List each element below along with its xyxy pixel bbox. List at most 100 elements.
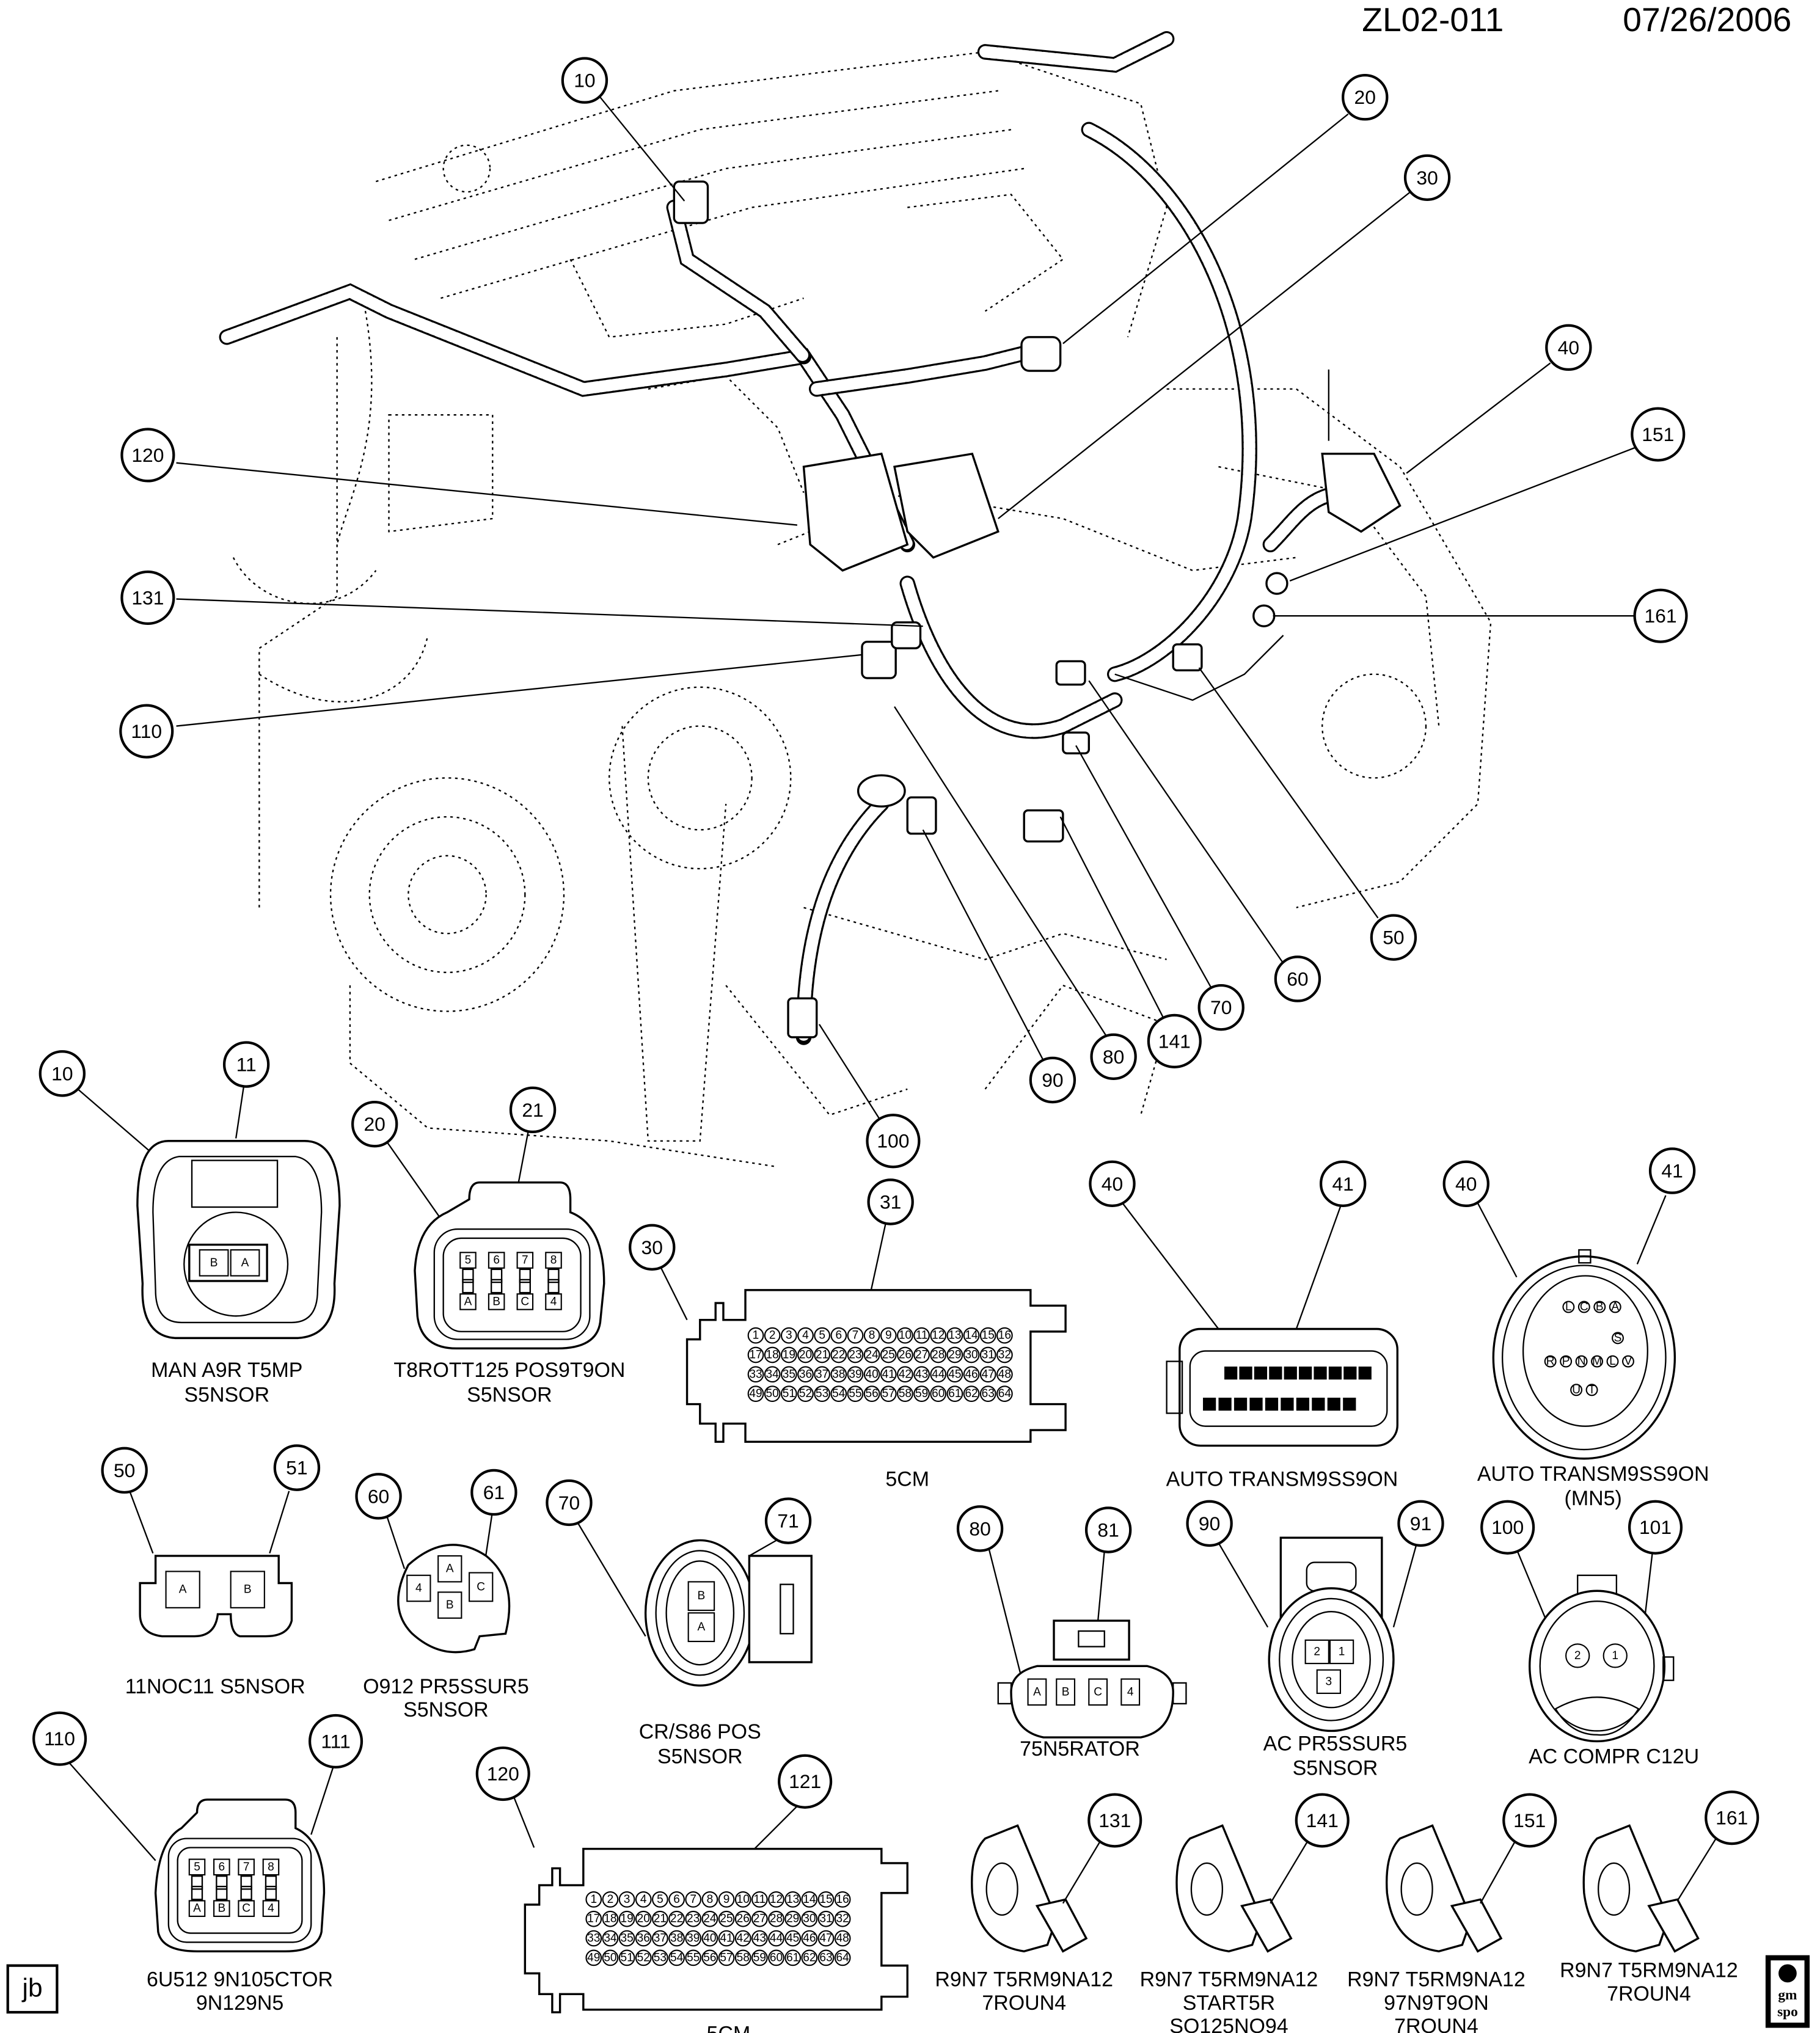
- ecm-pin-label: 55: [849, 1387, 861, 1400]
- callout-50: 50: [1370, 914, 1417, 961]
- pin: [1622, 1355, 1634, 1368]
- ecm-pin-label: 36: [799, 1368, 812, 1381]
- pin: [238, 1900, 255, 1918]
- ecm-pin: [585, 1910, 602, 1927]
- ecm-pin-label: 30: [803, 1913, 816, 1925]
- svg-text:141: 141: [1306, 1809, 1339, 1831]
- svg-text:gm: gm: [1778, 1987, 1797, 2003]
- ecm-pin-label: 1: [753, 1329, 759, 1342]
- ecm-pin-label: 48: [836, 1932, 849, 1945]
- connector-70-body: [1062, 731, 1091, 754]
- callout-50-detail: 50: [101, 1447, 148, 1494]
- ring-terminal-141: 141 R9N7 T5RM9NA12 START5R SO125NO94: [1140, 1793, 1350, 2033]
- svg-text:T8ROTT125 POS9T9ON: T8ROTT125 POS9T9ON: [393, 1359, 625, 1382]
- ecm-pin: [618, 1910, 635, 1927]
- ecm-pin-label: 54: [670, 1951, 684, 1964]
- connector-141-body: [1023, 809, 1064, 843]
- ecm-pin-label: 24: [866, 1348, 879, 1361]
- ecm-pin: [897, 1366, 913, 1383]
- ecm-pin: [602, 1910, 619, 1927]
- ecm-pin: [913, 1327, 930, 1344]
- svg-text:151: 151: [1642, 423, 1674, 445]
- ecm-pin: [979, 1346, 996, 1363]
- pin: [1570, 1384, 1583, 1396]
- ecm-pin: [830, 1366, 847, 1383]
- pin: [459, 1293, 477, 1310]
- ecm-pin: [930, 1346, 947, 1363]
- svg-text:20: 20: [364, 1113, 385, 1135]
- connector-detail-ac-pressure-sensor: 90 91 2 1 3 AC PR5SSUR5 S5NSOR: [1186, 1500, 1444, 1780]
- pin: [262, 1900, 280, 1918]
- svg-text:71: 71: [777, 1510, 799, 1532]
- ecm-pin-label: 10: [899, 1329, 912, 1342]
- ecm-pin-label: 53: [816, 1387, 828, 1400]
- ecm-pin: [784, 1910, 802, 1927]
- ecm-pin: [635, 1949, 652, 1966]
- ecm-pin-label: 37: [654, 1932, 667, 1945]
- connector-detail-knock-sensor: 50 51 A B 11NOC11 S5NSOR: [101, 1444, 321, 1698]
- svg-text:R9N7 T5RM9NA12: R9N7 T5RM9NA12: [1560, 1959, 1738, 1982]
- svg-text:80: 80: [1103, 1046, 1124, 1068]
- callout-81-detail: 81: [1084, 1506, 1132, 1553]
- pin: [213, 1900, 230, 1918]
- ecm-pin: [946, 1385, 963, 1403]
- callout-40: 40: [1545, 324, 1592, 371]
- ecm-pin-label: 12: [770, 1893, 783, 1906]
- document-id: ZL02-011: [1362, 1, 1504, 38]
- svg-text:START5R: START5R: [1183, 1991, 1275, 2015]
- ecm-pin: [817, 1891, 835, 1908]
- svg-text:110: 110: [44, 1728, 75, 1750]
- callout-31-detail: 31: [867, 1178, 914, 1225]
- callout-100-detail: 100: [1480, 1500, 1535, 1555]
- ecm-pin: [780, 1327, 797, 1344]
- pin-label: A: [464, 1295, 472, 1308]
- callout-30: 30: [1403, 154, 1451, 201]
- ecm-pin: [963, 1346, 980, 1363]
- ring-terminal-161: 161 R9N7 T5RM9NA12 7ROUN4: [1560, 1790, 1760, 2006]
- ecm-pin-label: 36: [637, 1932, 650, 1945]
- ecm-pin: [635, 1891, 652, 1908]
- ecm-pin: [780, 1385, 797, 1403]
- svg-text:(MN5): (MN5): [1565, 1487, 1622, 1510]
- ecm-pin: [996, 1385, 1013, 1403]
- pin: [516, 1293, 534, 1310]
- ecm-pin: [801, 1891, 818, 1908]
- ecm-pin: [734, 1949, 751, 1966]
- pin-label: L: [1609, 1355, 1616, 1368]
- ecm-pin-label: 40: [703, 1932, 716, 1945]
- callout-61-detail: 61: [470, 1469, 517, 1516]
- callout-90-detail: 90: [1186, 1500, 1233, 1547]
- connector-50-body: [1172, 643, 1203, 672]
- ecm-pin: [946, 1346, 963, 1363]
- ecm-pin: [814, 1385, 831, 1403]
- svg-text:B: B: [244, 1583, 252, 1596]
- svg-text:121: 121: [789, 1770, 821, 1792]
- ecm-pin-label: 63: [982, 1387, 995, 1400]
- ecm-pin-label: 24: [703, 1913, 717, 1925]
- ecm-pin: [996, 1327, 1013, 1344]
- svg-text:131: 131: [131, 586, 164, 608]
- ecm-pin-label: 61: [786, 1951, 799, 1964]
- pin-label: 2: [1243, 1367, 1249, 1379]
- pin-label: R: [1546, 1355, 1555, 1368]
- ecm-pin: [897, 1327, 913, 1344]
- ecm-pin: [979, 1327, 996, 1344]
- ecm-pin-label: 45: [948, 1368, 961, 1381]
- ecm-pin: [764, 1366, 781, 1383]
- ecm-pin: [930, 1366, 947, 1383]
- ecm-pin: [780, 1346, 797, 1363]
- ecm-pin: [897, 1385, 913, 1403]
- callout-10: 10: [561, 57, 608, 104]
- svg-text:11: 11: [236, 1054, 257, 1076]
- svg-text:40: 40: [1455, 1173, 1477, 1195]
- callout-60-detail: 60: [355, 1473, 402, 1520]
- svg-text:4: 4: [415, 1582, 422, 1594]
- ecm-pin-label: 52: [799, 1387, 812, 1400]
- wiring-harness: [219, 31, 1356, 1045]
- svg-text:2: 2: [1314, 1645, 1320, 1658]
- pin-label: 8: [1332, 1367, 1339, 1379]
- ecm-pin: [830, 1385, 847, 1403]
- pin: [545, 1293, 562, 1310]
- svg-text:R9N7 T5RM9NA12: R9N7 T5RM9NA12: [935, 1968, 1113, 1991]
- ring-terminal-161: [1252, 604, 1276, 627]
